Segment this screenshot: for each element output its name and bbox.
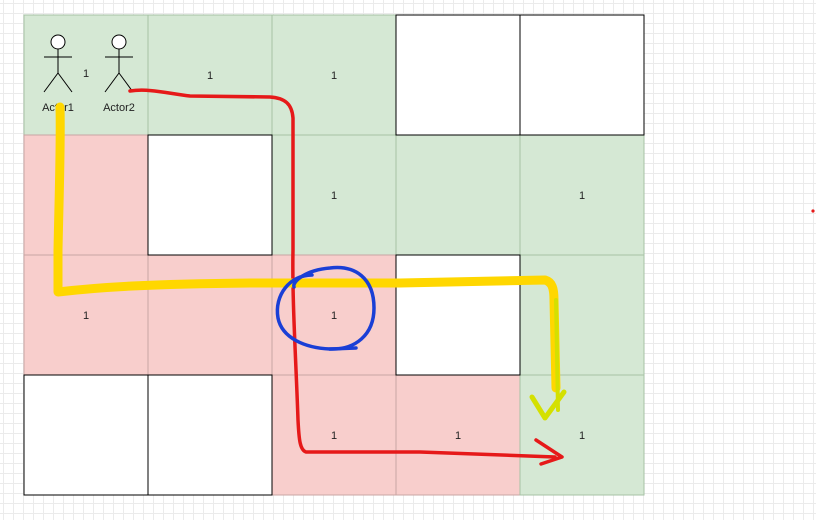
cell-label-r0-c2: 1: [331, 70, 337, 82]
grid-cell-r1-c4[interactable]: [519, 134, 645, 256]
cell-label-r3-c3: 1: [455, 430, 461, 442]
red-arrowhead-icon: [534, 438, 564, 466]
yellow-arrowhead-icon: [529, 389, 567, 421]
grid-cell-r0-c3[interactable]: [395, 14, 521, 136]
cell-label-r0-c0: 1: [83, 68, 89, 80]
grid-cell-r0-c1[interactable]: [147, 14, 273, 136]
grid-cell-r1-c1[interactable]: [147, 134, 273, 256]
cell-label-r3-c4: 1: [579, 430, 585, 442]
grid-cell-r3-c0[interactable]: [23, 374, 149, 496]
grid-cell-labels: 1 1 1 1 1 1 1 1 1 1: [83, 68, 585, 442]
grid-cell-r3-c4[interactable]: [519, 374, 645, 496]
grid-cell-r2-c4[interactable]: [519, 254, 645, 376]
grid-cell-r2-c1[interactable]: [147, 254, 273, 376]
cell-label-r3-c2: 1: [331, 430, 337, 442]
cell-label-r1-c2: 1: [331, 190, 337, 202]
grid-cell-r1-c3[interactable]: [395, 134, 521, 256]
grid-cell-r3-c1[interactable]: [147, 374, 273, 496]
cell-label-r1-c4: 1: [579, 190, 585, 202]
cell-label-r0-c1: 1: [207, 70, 213, 82]
grid-cell-border-r0-c4: [519, 14, 645, 136]
grid-cell-border-r3-c1: [147, 374, 273, 496]
cell-label-r2-c0: 1: [83, 310, 89, 322]
actor-2-label: Actor2: [103, 102, 135, 114]
yellow-route-path: [53, 102, 567, 421]
actor-2-stick-figure-icon: [104, 34, 134, 93]
actor-1-stick-figure-icon: [43, 34, 73, 93]
grid-cell-r3-c3[interactable]: [395, 374, 521, 496]
actor-2[interactable]: Actor2: [103, 34, 135, 114]
red-route-path: [128, 88, 564, 466]
cell-label-r2-c2: 1: [331, 310, 337, 322]
grid-cell-r3-c2[interactable]: [271, 374, 397, 496]
grid-cell-r0-c4[interactable]: [519, 14, 645, 136]
grid-cell-r2-c0[interactable]: [23, 254, 149, 376]
red-dot-marker: [811, 209, 815, 213]
grid-cell-r0-c0[interactable]: [23, 14, 149, 136]
grid-cell-border-r1-c1: [147, 134, 273, 256]
blue-circle-highlight: [275, 265, 376, 351]
grid-cell-r2-c3[interactable]: [395, 254, 521, 376]
blue-circle-tail: [328, 346, 358, 351]
grid-cell-r1-c0[interactable]: [23, 134, 149, 256]
grid-cell-border-r2-c3: [395, 254, 521, 376]
grid-cells: [23, 14, 645, 496]
